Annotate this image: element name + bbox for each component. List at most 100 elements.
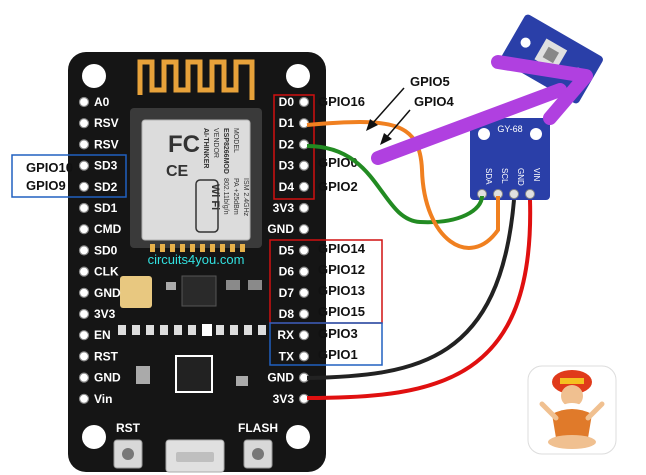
left-pin-en-hole <box>78 330 90 341</box>
sd-pin-box <box>11 154 127 198</box>
right-pin-rx-label: RX <box>277 328 294 342</box>
right-pin-d4-hole <box>298 181 310 192</box>
gpio13-label: GPIO13 <box>318 283 365 298</box>
gpio1-label: GPIO1 <box>318 347 358 362</box>
module-pads <box>150 244 245 252</box>
gpio10-label: GPIO10 <box>26 160 73 175</box>
left-pin-a0-label: A0 <box>94 95 110 109</box>
left-pin-rst-label: RST <box>94 349 119 363</box>
sensor-pin-sda-label: SDA <box>484 168 493 185</box>
usb-chip <box>175 355 213 393</box>
left-pin-gnd-label: GND <box>94 371 121 385</box>
flash-button-cap <box>252 448 264 460</box>
left-pin-sd3-hole <box>78 160 90 171</box>
brand-text: circuits4you.com <box>148 252 245 267</box>
left-pin-sd3-label: SD3 <box>94 159 118 173</box>
right-pin-d7-hole <box>298 287 310 298</box>
mounting-hole <box>82 64 106 88</box>
regulator <box>181 275 217 307</box>
led <box>202 324 212 336</box>
left-pin-sd2-hole <box>78 181 90 192</box>
bmp180-hole <box>520 37 531 48</box>
right-pin-3v3-hole <box>298 202 310 214</box>
left-pin-cmd-hole <box>78 224 90 235</box>
left-pin-vin-label: Vin <box>94 392 112 406</box>
gpio0-label: GPIO0 <box>318 155 358 170</box>
gpio5-pointer <box>371 87 405 125</box>
fc-mark: FC <box>168 131 200 158</box>
gpio5-pointer-head <box>366 119 378 131</box>
circuits4you-logo <box>527 365 617 455</box>
left-pin-vin-hole <box>78 393 90 404</box>
right-pin-d8-hole <box>298 308 310 320</box>
right-pin-d8-label: D8 <box>279 307 295 321</box>
gpio3-label: GPIO3 <box>318 326 358 341</box>
left-pin-a0-hole <box>78 96 90 108</box>
model-text: MODEL <box>232 128 239 153</box>
left-pin-column: A0RSVRSVSD3SD2SD1CMDSD0CLKGND3V3ENRSTGND… <box>78 95 122 406</box>
smd-part <box>166 282 176 290</box>
usb-port-opening <box>176 452 214 462</box>
sensor-model-label: GY-68 <box>497 124 522 134</box>
left-pin-en-label: EN <box>94 328 111 342</box>
smd-part <box>236 376 248 386</box>
bmp180-sensor-core <box>542 46 560 64</box>
right-pin-tx-hole <box>298 351 310 362</box>
sda-wire <box>306 144 484 225</box>
right-pin-3v3-label: 3V3 <box>273 392 295 406</box>
rst-button-cap <box>122 448 134 460</box>
left-pin-gnd-hole <box>78 372 90 383</box>
mounting-hole <box>286 64 310 88</box>
right-pin-d6-label: D6 <box>279 265 295 279</box>
left-pin-sd1-hole <box>78 202 90 214</box>
left-pin-cmd-label: CMD <box>94 222 122 236</box>
wifi-logo <box>195 179 219 233</box>
sensor-pin-scl-label: SCL <box>500 168 509 184</box>
right-pin-d3-label: D3 <box>279 159 295 173</box>
right-pin-d0-label: D0 <box>279 95 295 109</box>
right-pin-tx-label: TX <box>279 349 294 363</box>
right-pin-d7-label: D7 <box>279 286 295 300</box>
gpio5-callout: GPIO5 <box>410 74 450 89</box>
gpio2-label: GPIO2 <box>318 179 358 194</box>
left-pin-rsv-hole <box>78 139 90 150</box>
std-text: 802.11b/g/n <box>222 178 229 215</box>
wifi-text: Wi Fi <box>209 184 221 210</box>
smd-part <box>136 366 150 384</box>
right-pin-d6-hole <box>298 266 310 277</box>
gpio4-pointer-head <box>380 133 392 145</box>
right-pin-d5-hole <box>298 245 310 256</box>
esp-shield <box>141 119 251 241</box>
rst-button-label: RST <box>116 421 141 435</box>
mounting-hole <box>82 425 106 449</box>
gpio12-label: GPIO12 <box>318 262 365 277</box>
ce-mark: CE <box>166 163 189 180</box>
gpio14-label: GPIO14 <box>318 241 366 256</box>
gpio9-label: GPIO9 <box>26 178 66 193</box>
capacitor <box>120 276 152 308</box>
flash-button-label: FLASH <box>238 421 278 435</box>
right-pin-d2-label: D2 <box>279 137 295 151</box>
right-pin-d4-label: D4 <box>279 180 295 194</box>
uart-pin-box <box>269 322 383 366</box>
gpio4-pointer <box>385 109 411 139</box>
right-pin-d3-hole <box>298 160 310 171</box>
vin-wire <box>306 199 533 400</box>
sensor-mounting-hole <box>478 128 490 140</box>
left-pin-3v3-hole <box>78 308 90 320</box>
smd-part <box>226 280 240 290</box>
left-pin-3v3-label: 3V3 <box>94 307 116 321</box>
left-pin-rsv-label: RSV <box>94 137 119 151</box>
left-pin-rsv-label: RSV <box>94 116 119 130</box>
right-pin-d5-label: D5 <box>279 243 295 257</box>
left-pin-rsv-hole <box>78 118 90 129</box>
right-pin-3v3-label: 3V3 <box>273 201 295 215</box>
smd-part <box>248 280 262 290</box>
right-pin-gnd-label: GND <box>267 371 294 385</box>
purple-arrow-shaft <box>371 83 567 165</box>
gnd-wire <box>306 199 516 380</box>
ism-text: ISM 2.4GHz <box>242 178 249 217</box>
left-pin-sd0-hole <box>78 245 90 256</box>
right-pin-gnd-hole <box>298 224 310 235</box>
